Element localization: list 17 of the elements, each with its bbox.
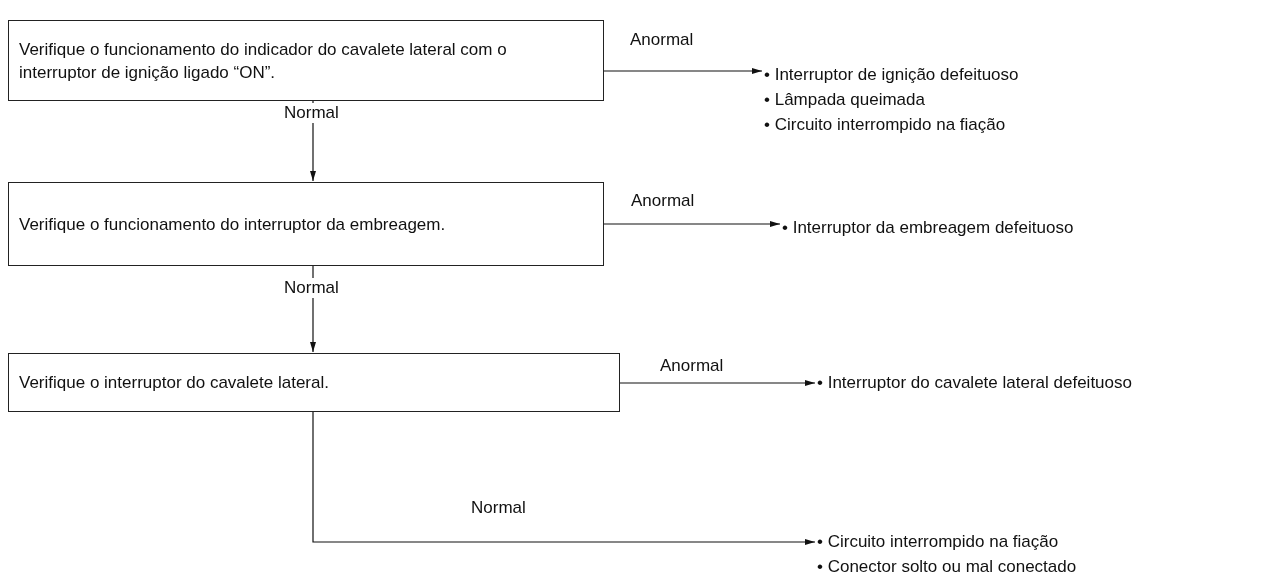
process-box — [8, 182, 604, 266]
bullet-item: • Interruptor da embreagem defeituoso — [782, 217, 1075, 239]
arrow — [312, 411, 816, 545]
bullet-item: • Conector solto ou mal conectado — [817, 556, 1078, 578]
arrow — [619, 380, 816, 386]
process-box — [8, 353, 620, 412]
bullet-item: • Interruptor do cavalete lateral defeituoso — [817, 372, 1133, 394]
bullet-item: • Circuito interrompido na fiação — [817, 531, 1060, 553]
box-text: Verifique o interruptor do cavalete lateral. — [19, 372, 330, 394]
bullet-item: • Circuito interrompido na fiação — [764, 114, 1007, 136]
arrow — [603, 221, 781, 227]
bullet-item: • Interruptor de ignição defeituoso — [764, 64, 1020, 86]
arrow — [603, 68, 763, 74]
box-text: Verifique o funcionamento do indicador do cavalete lateral com o interruptor de ignição ligado “ON”. — [19, 38, 508, 84]
process-box — [8, 20, 604, 101]
bullet-item: • Lâmpada queimada — [764, 89, 926, 111]
box-text: Verifique o funcionamento do interruptor da embreagem. — [19, 213, 447, 236]
